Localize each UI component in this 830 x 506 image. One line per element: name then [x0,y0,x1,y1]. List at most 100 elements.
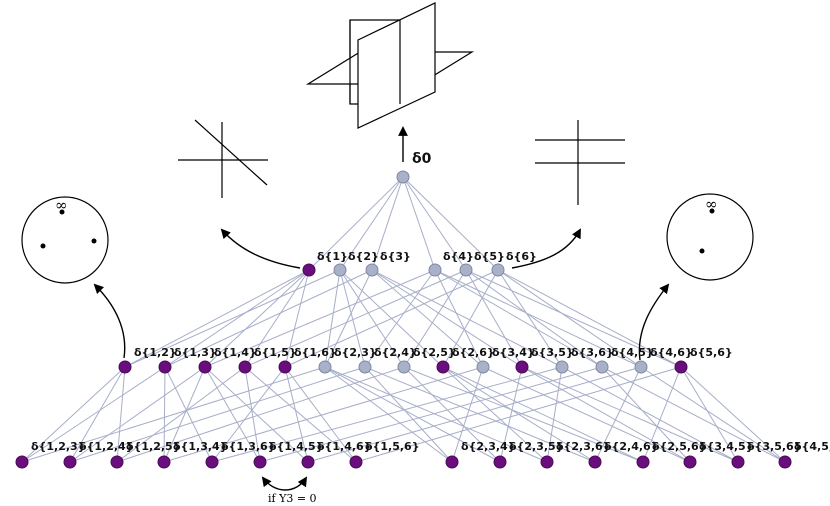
edge-l2-2-l3-3 [163,366,206,463]
edge-l2-0-l3-2 [116,366,126,463]
node-l3-label-8: δ{2,3,4} [461,440,516,453]
edge-l1-3-l2-12 [434,269,603,368]
edge-l2-2-l3-1 [69,366,206,463]
edge-l1-2-l2-5 [324,269,373,368]
node-l1-5 [491,263,505,277]
node-l1-2 [365,263,379,277]
edge-l2-14-l3-14 [680,366,739,463]
edge-l1-4-l2-14 [465,269,682,368]
edge-l1-3-l2-9 [434,269,484,368]
arrow-to-right-circle [638,283,670,361]
edge-l2-8-l3-10 [442,366,548,463]
right-infinity-label: ∞ [705,195,718,213]
node-l2-label-10: δ{3,5} [531,346,574,359]
edge-l1-3-l2-13 [434,269,642,368]
edge-l2-7-l3-2 [116,366,405,463]
node-l3-4 [205,455,219,469]
edge-l1-0-l2-2 [204,269,310,368]
edge-l2-11-l3-14 [561,366,739,463]
node-l3-0 [15,455,29,469]
swap-arrow [261,476,308,491]
node-l2-8 [436,360,450,374]
edge-l1-5-l2-13 [497,269,642,368]
node-l2-label-9: δ{3,4} [492,346,535,359]
edge-l2-2-l3-6 [204,366,309,463]
node-l3-2 [110,455,124,469]
node-l1-3 [428,263,442,277]
edge-l2-4-l3-6 [284,366,309,463]
node-l3-label-0: δ{1,2,3} [31,440,86,453]
node-l3-13 [683,455,697,469]
edge-l1-2-l2-9 [371,269,484,368]
edge-l1-0-l2-3 [244,269,310,368]
edge-l2-3-l3-2 [116,366,246,463]
edge-l2-13-l3-6 [307,366,642,463]
edge-l2-4-l3-4 [211,366,286,463]
node-l3-14 [731,455,745,469]
node-l2-label-13: δ{4,6} [650,346,693,359]
node-l3-label-5: δ{1,4,5} [269,440,324,453]
edge-l1-1-l2-5 [324,269,341,368]
node-l3-8 [445,455,459,469]
edge-l1-0-l2-1 [164,269,310,368]
node-l3-15 [778,455,792,469]
edge-top-l1-5 [402,176,499,271]
three-planes-picture [305,2,475,129]
edge-l2-14-l3-12 [642,366,682,463]
node-l3-label-15: δ{4,5,6} [794,440,830,453]
parallel-lines-picture [535,120,625,205]
edge-l2-10-l3-13 [521,366,691,463]
node-l2-12 [595,360,609,374]
node-l3-label-2: δ{1,2,5} [126,440,181,453]
node-l3-7 [349,455,363,469]
node-l2-label-11: δ{3,6} [571,346,614,359]
node-l1-label-5: δ{6} [506,250,537,263]
left-circle-picture: ∞ [21,196,109,284]
edge-l1-4-l2-10 [465,269,523,368]
edge-l2-1-l3-3 [163,366,166,463]
node-l3-label-6: δ{1,4,6} [317,440,372,453]
edge-l2-5-l3-9 [324,366,501,463]
node-l2-0 [118,360,132,374]
node-l2-10 [515,360,529,374]
node-l2-6 [358,360,372,374]
edge-l1-4-l2-12 [465,269,603,368]
arrow-to-parallel-lines [511,228,581,269]
node-l3-label-3: δ{1,3,4} [173,440,228,453]
node-l2-label-7: δ{2,5} [413,346,456,359]
edge-l2-8-l3-11 [442,366,596,463]
node-l2-label-0: δ{1,2} [134,346,177,359]
edge-l1-4-l2-7 [403,269,467,368]
node-l2-label-12: δ{4,5} [611,346,654,359]
node-top-label: δ0 [412,151,432,167]
node-l3-label-9: δ{2,3,5} [509,440,564,453]
edge-l1-3-l2-6 [364,269,436,368]
nodes [15,170,792,469]
edge-l2-6-l3-1 [69,366,366,463]
edge-l2-0-l3-0 [21,366,126,463]
node-l3-9 [493,455,507,469]
node-l1-label-0: δ{1} [317,250,348,263]
edge-top-l1-4 [402,176,467,271]
edge-l2-9-l3-8 [451,366,484,463]
node-l3-12 [636,455,650,469]
node-l3-label-1: δ{1,2,4} [79,440,134,453]
edge-l1-0-l2-0 [124,269,310,368]
edge-l2-11-l3-10 [546,366,563,463]
node-l2-label-2: δ{1,4} [214,346,257,359]
edge-l2-5-l3-8 [324,366,453,463]
edge-l2-12-l3-13 [601,366,691,463]
arrow-to-three-lines [220,228,301,269]
node-l1-label-4: δ{5} [474,250,505,263]
edge-top-l1-3 [402,176,436,271]
edge-l2-7-l3-12 [403,366,644,463]
node-l2-13 [634,360,648,374]
edge-l2-1-l3-4 [164,366,213,463]
node-l3-label-4: δ{1,3,6} [221,440,276,453]
edge-l1-1-l2-0 [124,269,341,368]
node-top [396,170,410,184]
edge-l2-5-l3-10 [324,366,548,463]
edge-l2-11-l3-4 [211,366,563,463]
edge-l2-10-l3-14 [521,366,739,463]
